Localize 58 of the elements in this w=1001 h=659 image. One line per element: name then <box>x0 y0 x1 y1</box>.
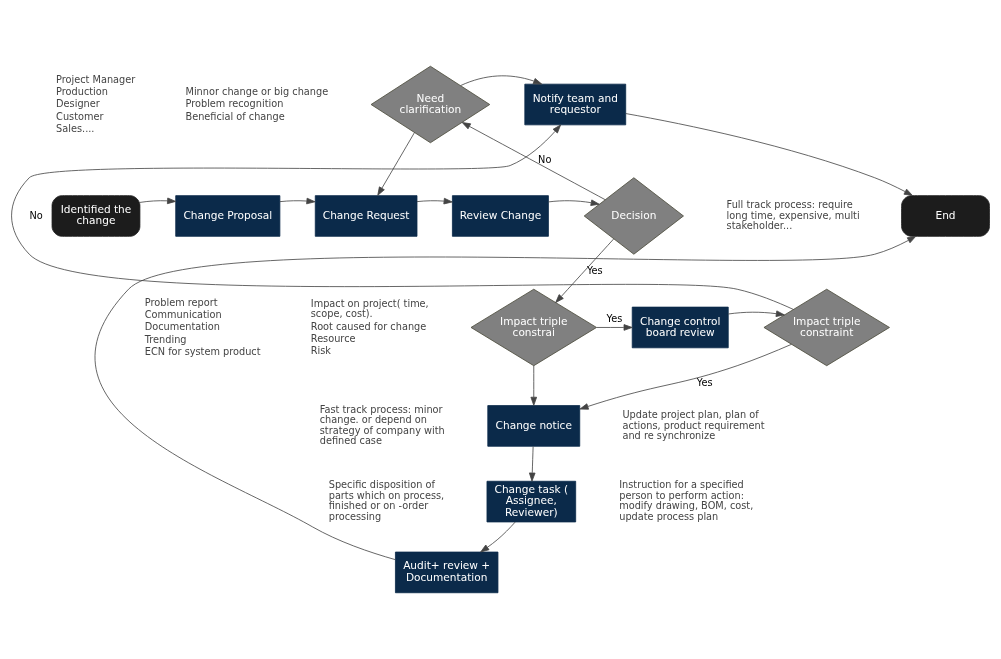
node-label: ECN for system product <box>144 345 261 357</box>
node-box: Change control board review <box>631 306 729 349</box>
node-box: Notify team and requestor <box>524 83 627 126</box>
node-diamond: Need clarification <box>370 65 491 144</box>
edge-label: Yes <box>586 265 603 277</box>
node-label: Production <box>56 86 108 98</box>
edge-label: No <box>538 153 552 165</box>
node-label: Root caused for change <box>310 320 427 332</box>
node-diamond: Decision <box>583 177 684 255</box>
arrow <box>139 197 177 205</box>
node-label: Documentation <box>144 321 220 333</box>
label: Fast track process: minor change. or depend on strategy of company with defined case <box>319 403 445 447</box>
arrow <box>480 521 516 553</box>
node-box: Change Proposal <box>175 195 281 237</box>
edge-label: Yes <box>606 313 623 325</box>
node-box: Review Change <box>452 195 549 237</box>
arrow <box>530 365 537 406</box>
label: Full track process: require long time, expensive, multi stakeholder... <box>726 199 860 232</box>
node-diamond: Impact triple constrai <box>470 288 597 367</box>
node-label: Trending <box>144 333 187 345</box>
node-label: Designer <box>56 98 100 110</box>
node-label: Resource <box>310 332 356 344</box>
node-label: Communication <box>144 309 222 321</box>
arrow <box>727 310 785 317</box>
node-label: Problem recognition <box>185 98 284 110</box>
node-diamond: Impact triple constraint <box>763 288 890 367</box>
node-label: Risk <box>310 344 332 356</box>
arrow <box>625 113 913 196</box>
label: Update project plan, plan of actions, product requirement and re synchronize <box>622 409 765 442</box>
node-box: Change Request <box>314 195 418 237</box>
node-label: Impact on project( time, scope, cost). <box>310 297 429 320</box>
edge-label: Yes <box>696 376 713 388</box>
arrow <box>279 197 316 205</box>
node-label: Problem report <box>144 296 218 308</box>
node-box: Identified the change <box>51 195 141 237</box>
arrow <box>460 75 543 86</box>
node-box: End <box>901 195 990 237</box>
label: Instruction for a specified person to perform action: modify drawing, BOM, cost, update process plan <box>619 479 754 522</box>
arrow <box>461 122 606 201</box>
arrow <box>529 446 536 482</box>
node-label: Minnor change or big change <box>185 86 329 98</box>
edge-label: No <box>29 209 43 221</box>
arrow <box>596 324 633 331</box>
label: Specific disposition of parts which on process, finished or on -order processing <box>328 479 445 522</box>
arrow <box>548 199 600 206</box>
arrow <box>579 343 792 410</box>
arrow <box>555 238 614 303</box>
arrow <box>416 197 453 205</box>
arrow <box>11 124 794 310</box>
node-box: Change task ( Assignee, Reviewer) <box>486 480 577 523</box>
node-label: Customer <box>56 110 104 122</box>
node-label: Beneficial of change <box>185 110 285 122</box>
arrow <box>95 235 917 561</box>
node-box: Audit+ review + Documentation <box>395 551 499 594</box>
arrow <box>377 132 415 196</box>
node-box: Change notice <box>487 405 581 447</box>
node-label: Sales.... <box>56 122 95 134</box>
node-label: Project Manager <box>56 74 136 86</box>
